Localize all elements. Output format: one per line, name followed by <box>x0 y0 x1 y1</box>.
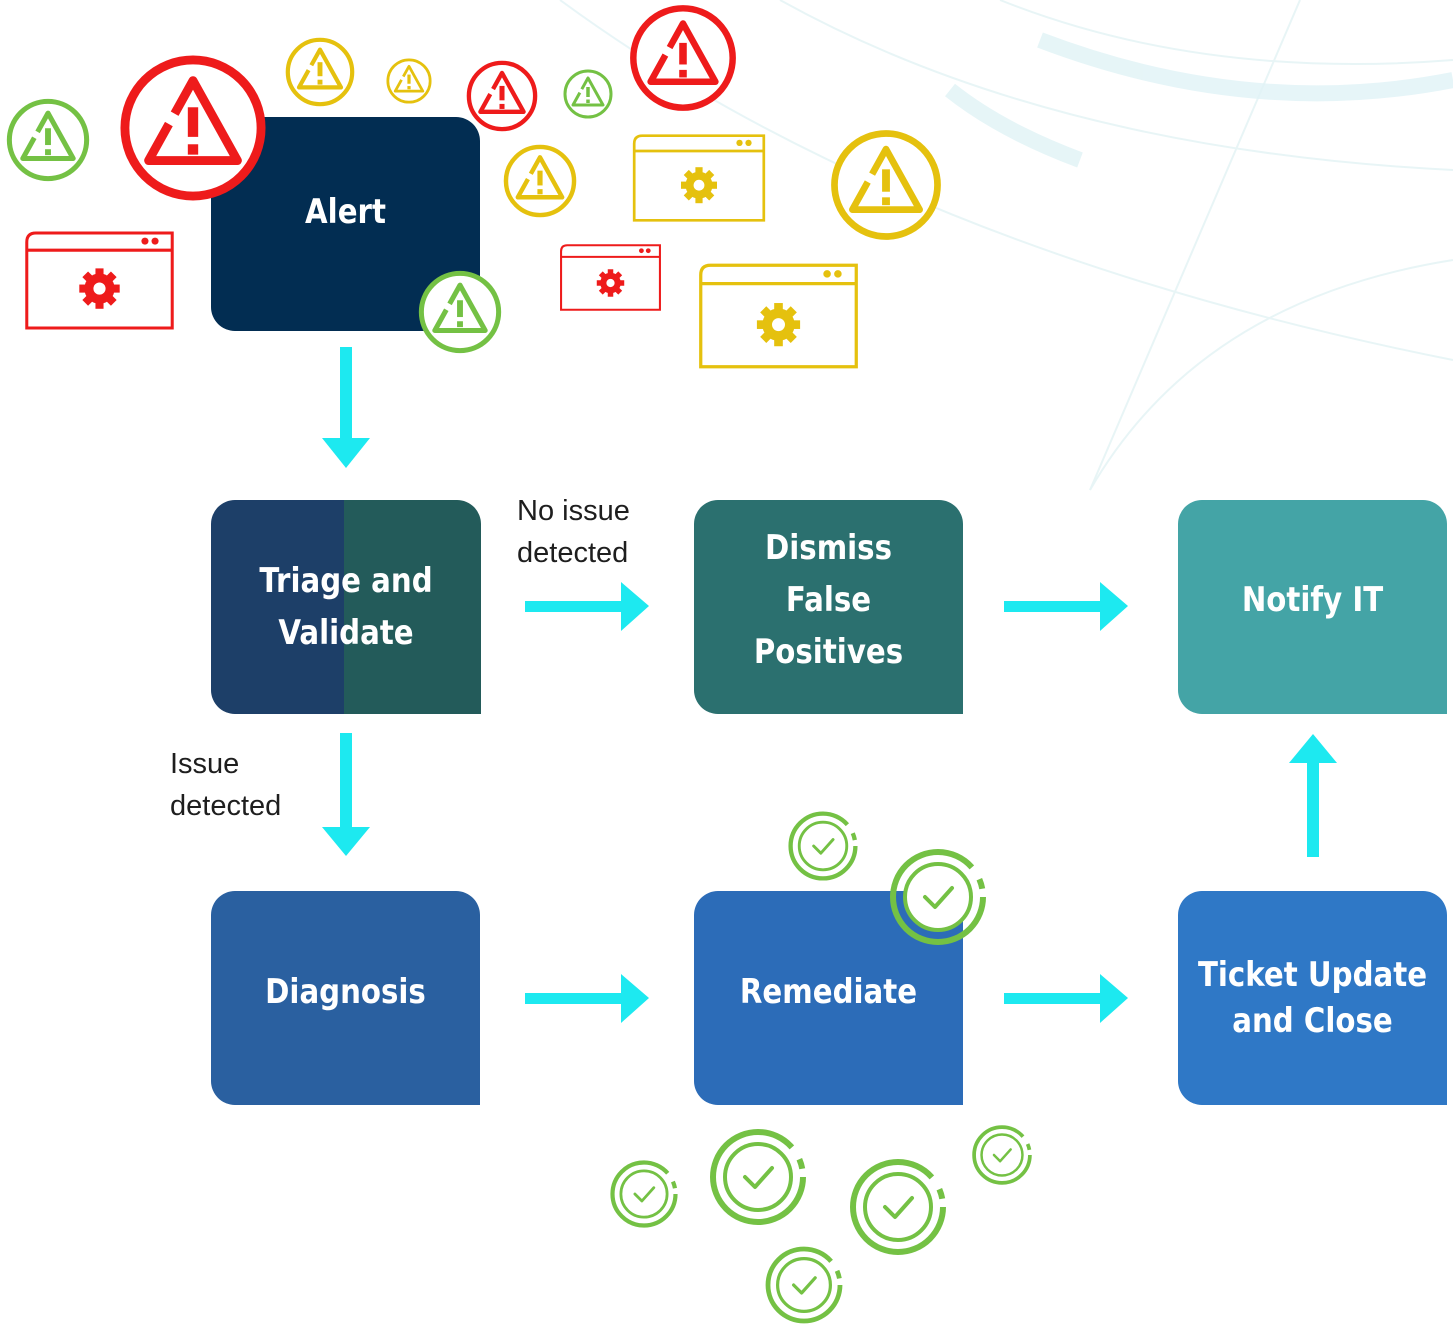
dismiss-label-line2: False <box>785 580 872 620</box>
dismiss-label: Dismiss False Positives <box>713 522 944 678</box>
arrow-triage-to-dismiss <box>525 582 649 631</box>
triage-label-line2: Validate <box>278 613 414 653</box>
ticket-label: Ticket Update and Close <box>1188 952 1437 1044</box>
arrow-dismiss-to-notify <box>1004 582 1128 631</box>
notify-label: Notify IT <box>1241 580 1384 620</box>
no-issue-label-line2: detected <box>517 537 629 569</box>
browser-gear-icon <box>630 133 768 223</box>
arrow-remediate-to-ticket <box>1004 974 1128 1023</box>
arrow-triage-to-diagnosis <box>322 733 370 856</box>
issue-label: Issue detected <box>170 743 281 827</box>
remediate-node <box>694 891 963 1105</box>
triage-label-line1: Triage and <box>259 561 433 601</box>
warning-icon <box>119 54 267 202</box>
browser-gear-icon <box>696 262 861 370</box>
browser-gear-icon <box>22 230 177 331</box>
remediate-label: Remediate <box>739 972 918 1012</box>
issue-label-line2: detected <box>170 790 282 822</box>
warning-icon <box>418 270 502 354</box>
dismiss-node <box>694 500 963 714</box>
diagnosis-label: Diagnosis <box>265 972 426 1012</box>
dismiss-label-line1: Dismiss <box>764 528 892 568</box>
arrow-diagnosis-to-remediate <box>525 974 649 1023</box>
warning-icon <box>830 129 942 241</box>
triage-label: Triage and Validate <box>230 555 462 659</box>
warning-icon <box>503 144 577 218</box>
check-icon <box>764 1245 844 1325</box>
arrow-ticket-to-notify <box>1289 734 1337 857</box>
warning-icon <box>563 69 613 119</box>
no-issue-label: No issue detected <box>517 490 630 574</box>
dismiss-label-line3: Positives <box>753 632 904 672</box>
diagnosis-node <box>211 891 480 1105</box>
warning-icon <box>629 4 737 112</box>
check-icon <box>888 847 988 947</box>
check-icon <box>787 810 859 882</box>
check-icon <box>708 1127 808 1227</box>
browser-gear-icon <box>559 243 662 312</box>
triage-node <box>211 500 481 714</box>
ticket-label-line1: Ticket Update <box>1197 955 1428 995</box>
warning-icon <box>6 98 90 182</box>
arrow-alert-to-triage <box>322 347 370 468</box>
ticket-node <box>1178 891 1447 1105</box>
check-icon <box>609 1159 679 1229</box>
warning-icon <box>386 58 432 104</box>
no-issue-label-line1: No issue <box>517 495 630 527</box>
alert-label: Alert <box>305 192 386 232</box>
warning-icon <box>466 60 538 132</box>
issue-label-line1: Issue <box>170 748 240 780</box>
notify-node <box>1178 500 1447 714</box>
ticket-label-line2: and Close <box>1232 1001 1393 1041</box>
check-icon <box>848 1157 948 1257</box>
check-icon <box>971 1124 1033 1186</box>
warning-icon <box>285 37 355 107</box>
